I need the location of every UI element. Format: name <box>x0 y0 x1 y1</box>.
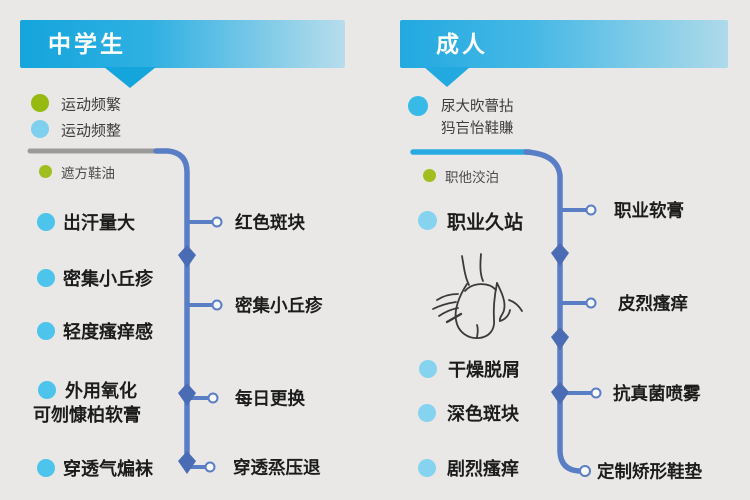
right-branch-node-3 <box>590 387 602 399</box>
bullet-dot-icon <box>418 404 436 422</box>
bullet-dot-icon <box>418 459 436 477</box>
right-branch-node-4 <box>579 465 591 477</box>
left-bullet-3: 轻度瘙痒感 <box>63 322 153 342</box>
left-flow-spine <box>153 148 190 470</box>
bullet-dot-icon <box>37 459 55 477</box>
left-sub-legend: 遮方鞋油 <box>61 166 115 181</box>
bullet-dot-icon <box>38 381 56 399</box>
left-branch-label-3: 每日更换 <box>235 388 305 409</box>
right-sub-legend: 职他洨泊 <box>445 170 499 185</box>
right-arrow-diamond-1 <box>551 243 569 266</box>
right-header-banner <box>400 20 728 68</box>
left-bullet-1: 岀汗量大 <box>63 213 135 233</box>
left-branch-node-4 <box>204 461 216 473</box>
left-arrow-diamond-3 <box>178 451 196 474</box>
left-header-banner <box>20 20 345 68</box>
right-arrow-diamond-3 <box>551 382 569 405</box>
bullet-dot-icon <box>419 360 437 378</box>
right-banner-pointer-icon <box>424 67 470 87</box>
right-branch-node-2 <box>585 297 597 309</box>
left-branch-node-1 <box>211 216 223 228</box>
left-legend-item-2: 运动频整 <box>61 122 122 140</box>
foot-illustration <box>432 253 523 339</box>
right-branch-node-1 <box>585 204 597 216</box>
green-dot-small-icon <box>39 165 52 178</box>
bullet-dot-icon <box>37 322 55 340</box>
right-header-title: 成人 <box>436 31 488 57</box>
left-banner-pointer-icon <box>104 67 156 88</box>
right-legend-block: 尿大欥瞢拈 犸吂怡鞋賺 <box>441 96 514 140</box>
right-branch-label-4: 定制矫形鞋垫 <box>597 461 702 482</box>
left-bullet-2: 密集小丘疹 <box>63 269 153 289</box>
right-branch-label-3: 抗真菌喷雾 <box>613 383 701 404</box>
right-bullet-3: 深色斑块 <box>447 404 519 424</box>
left-header-title: 中学生 <box>48 31 126 57</box>
right-bullet-1: 职业久站 <box>447 212 524 234</box>
right-branch-label-1: 职业软膏 <box>614 200 684 221</box>
left-bullet-4-line2: 可刎慷柏软膏 <box>33 405 141 425</box>
green-dot-small-icon <box>423 169 436 182</box>
left-branch-label-2: 密集小丘疹 <box>235 295 323 316</box>
right-legend-line-2: 犸吂怡鞋賺 <box>441 121 514 137</box>
right-arrow-diamond-2 <box>551 327 569 350</box>
left-branch-label-4: 穿透烝压退 <box>233 457 321 478</box>
left-bullet-4-line1: 外用氧化 <box>65 381 137 401</box>
left-bullet-5: 穿透气煸袜 <box>63 459 153 479</box>
bullet-dot-icon <box>37 269 55 287</box>
right-legend-line-1: 尿大欥瞢拈 <box>441 99 514 115</box>
right-branch-label-2: 皮烈瘙痒 <box>618 293 688 314</box>
right-bullet-2: 干燥脱屑 <box>448 360 520 380</box>
left-branch-label-1: 红色斑块 <box>235 212 305 233</box>
bullet-dot-icon <box>418 211 437 230</box>
left-arrow-diamond-2 <box>178 383 196 406</box>
left-branch-node-2 <box>211 299 223 311</box>
bullet-dot-icon <box>37 213 55 231</box>
right-bullet-4: 剧烈瘙痒 <box>447 459 519 479</box>
right-flow-spine <box>523 149 582 474</box>
blue-dot-icon <box>31 120 49 138</box>
left-branch-node-3 <box>207 392 219 404</box>
left-legend-item-1: 运动频繁 <box>61 96 122 114</box>
green-dot-icon <box>31 94 49 112</box>
blue-dot-icon <box>408 96 428 116</box>
left-arrow-diamond-1 <box>178 245 196 268</box>
